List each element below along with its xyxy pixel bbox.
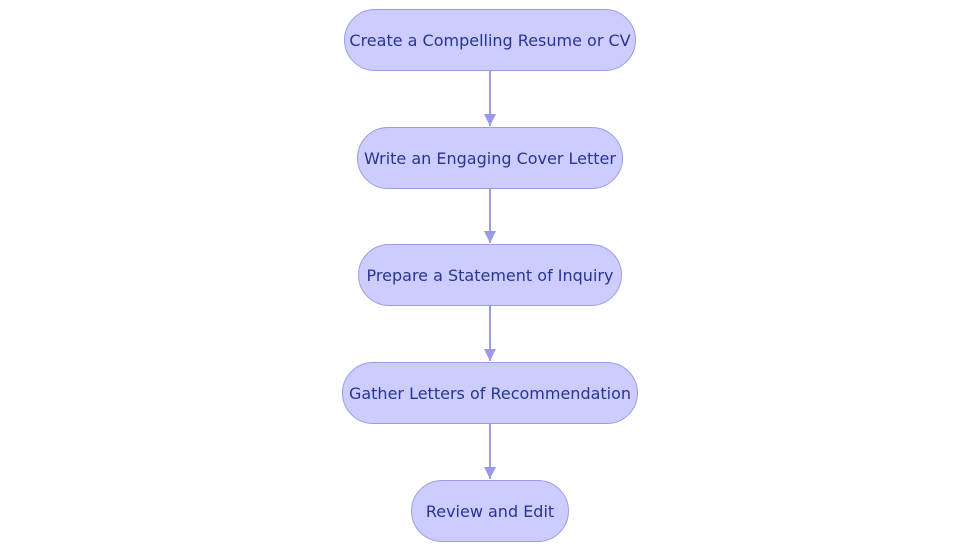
node-letters-of-recommendation: Gather Letters of Recommendation [342,362,638,424]
node-create-resume: Create a Compelling Resume or CV [344,9,636,71]
node-label: Gather Letters of Recommendation [348,383,632,403]
node-label: Write an Engaging Cover Letter [364,148,616,168]
node-write-cover-letter: Write an Engaging Cover Letter [357,127,623,189]
node-statement-of-inquiry: Prepare a Statement of Inquiry [358,244,622,306]
node-label: Prepare a Statement of Inquiry [366,265,614,285]
node-label: Review and Edit [425,501,555,521]
node-label: Create a Compelling Resume or CV [349,30,631,50]
node-review-and-edit: Review and Edit [411,480,569,542]
